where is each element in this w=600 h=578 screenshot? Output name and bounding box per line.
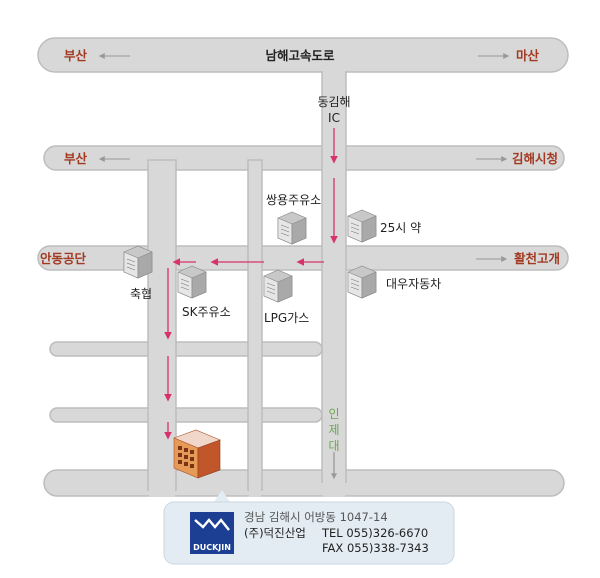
label-pharmacy: 25시 약: [380, 220, 421, 235]
label-chukhyeop: 축협: [130, 287, 152, 301]
route-path: [164, 128, 338, 440]
road-mid-vertical: [247, 159, 263, 491]
highway-right-dest: 마산: [516, 48, 540, 63]
road2-right-dest: 김해시청: [512, 151, 558, 166]
building-ssangyong-icon: [277, 211, 307, 245]
inje-char-2: 제: [328, 423, 339, 437]
road-minor-1: [49, 341, 323, 357]
highway-road: [37, 37, 569, 73]
road-network: [37, 37, 569, 497]
road3-left-dest: 안동공단: [40, 251, 87, 266]
road2-left-dest: 부산: [64, 151, 88, 166]
road-bottom: [43, 469, 565, 497]
building-lpg-icon: [263, 269, 293, 303]
logo-text: DUCKJIN: [193, 543, 231, 552]
inje-char-3: 대: [328, 439, 339, 453]
label-ssangyong: 쌍용주유소: [266, 193, 321, 207]
inje-char-1: 인: [328, 407, 339, 421]
company-address: 경남 김해시 어방동 1047-14: [244, 510, 388, 524]
highway-left-dest: 부산: [64, 48, 88, 63]
company-name: (주)덕진산업: [244, 526, 306, 540]
building-pharmacy-icon: [347, 209, 377, 243]
building-daewoo-icon: [347, 265, 377, 299]
road-left-vertical: [147, 159, 177, 491]
company-fax: FAX 055)338-7343: [322, 541, 429, 555]
company-info-card: DUCKJIN 경남 김해시 어방동 1047-14 (주)덕진산업 TEL 0…: [163, 490, 455, 565]
road-busan-gimhae: [43, 145, 565, 171]
road3-right-dest: 활천고개: [514, 251, 560, 266]
label-daewoo: 대우자동차: [386, 277, 441, 291]
road-minor-2: [49, 407, 323, 423]
label-sk: SK주유소: [182, 305, 231, 319]
ic-label-line2: IC: [328, 111, 340, 125]
destination-building-icon: [173, 429, 221, 479]
duckjin-logo: DUCKJIN: [190, 512, 234, 554]
building-chukhyeop-icon: [123, 245, 153, 279]
building-sk-icon: [177, 265, 207, 299]
ic-label-line1: 동김해: [317, 95, 350, 109]
company-tel: TEL 055)326-6670: [321, 526, 428, 540]
label-lpg: LPG가스: [264, 311, 309, 325]
highway-name: 남해고속도로: [265, 48, 335, 63]
road-andong-hwalcheon: [37, 245, 569, 271]
